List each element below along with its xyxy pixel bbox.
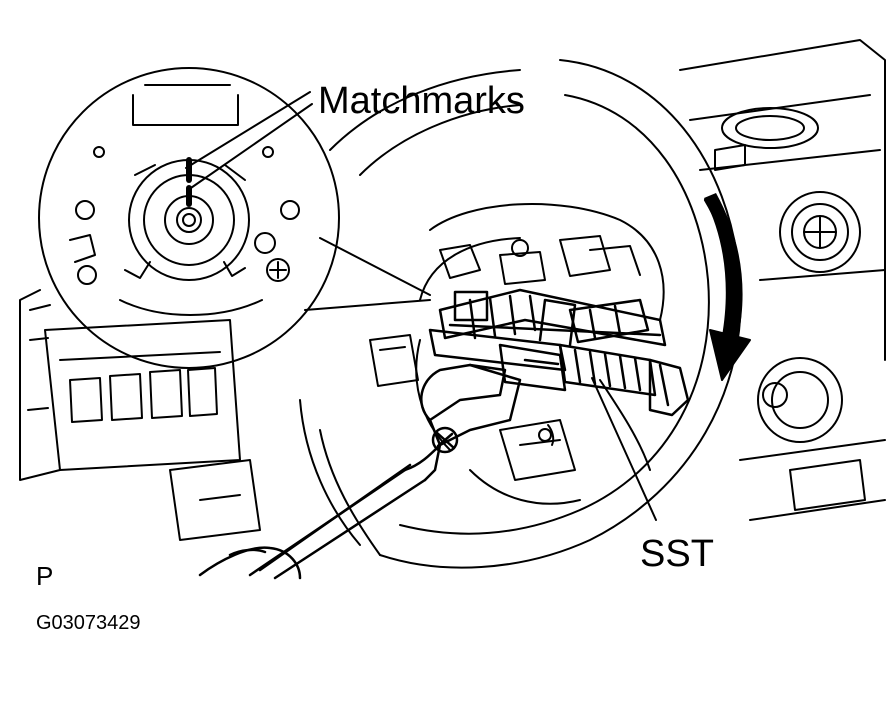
steering-hub [369,203,665,505]
figure-code: G03073429 [36,612,141,634]
matchmarks-label: Matchmarks [318,80,525,122]
steering-wheel-rim [299,59,742,569]
sst-puller-tool [428,288,690,417]
view-letter: P [36,561,54,591]
rotation-arrow-fill [704,193,743,338]
matchmarks-leader-upper [185,91,311,169]
dashboard-right [679,39,886,521]
matchmark-detail-circle [38,67,431,369]
matchmarks-leader-lower [187,103,313,191]
sst-leader [591,377,657,521]
sst-label: SST [640,533,714,575]
dashboard-left [19,289,261,541]
wrench [198,363,522,580]
